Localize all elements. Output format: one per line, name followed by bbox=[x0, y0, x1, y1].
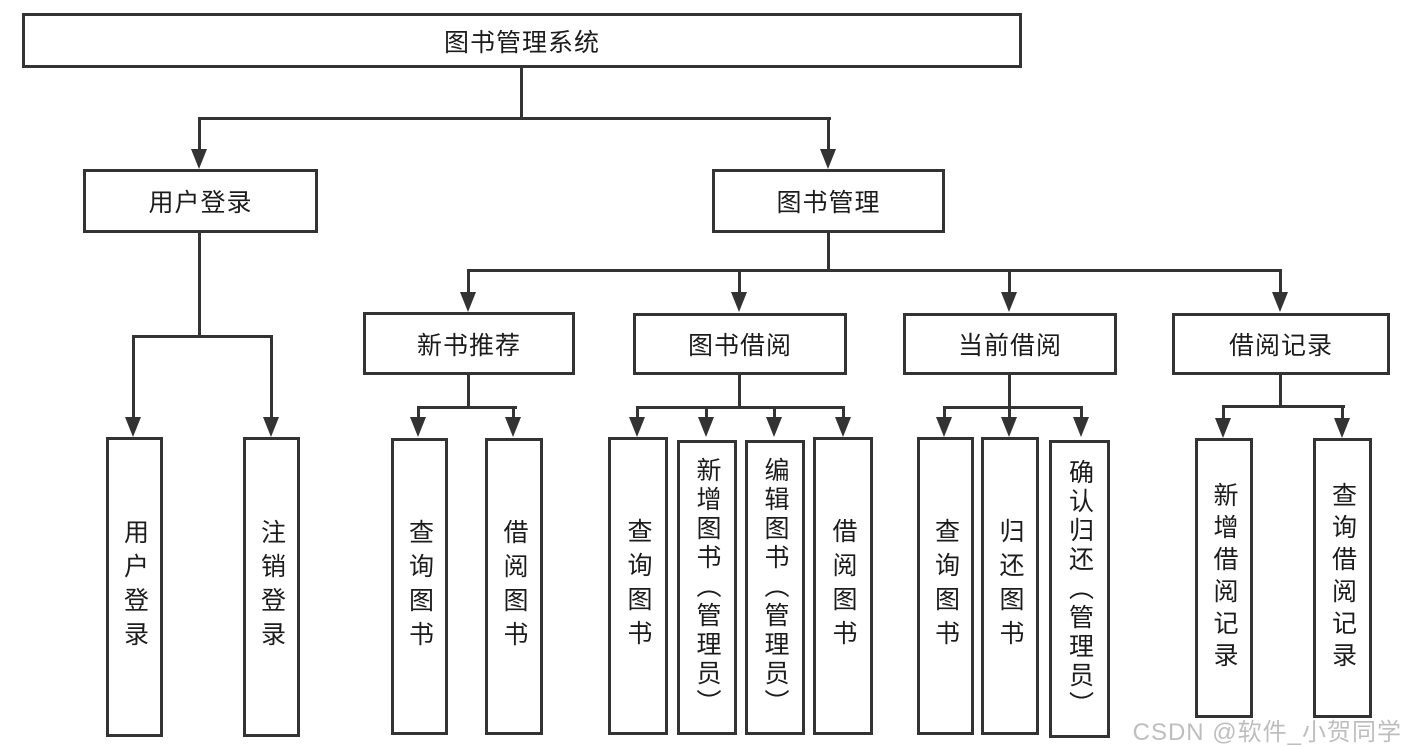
arrowhead-icon bbox=[191, 149, 207, 169]
connector-line bbox=[827, 117, 830, 153]
node-leaf-add-book-label: 新增图书（管理员） bbox=[693, 457, 721, 718]
node-root: 图书管理系统 bbox=[22, 13, 1022, 68]
node-current-borrow: 当前借阅 bbox=[903, 313, 1117, 375]
connector-line bbox=[1008, 406, 1011, 422]
node-user-login: 用户登录 bbox=[83, 169, 318, 233]
connector-line bbox=[467, 269, 470, 297]
connector-line bbox=[738, 269, 741, 297]
connector-line bbox=[132, 335, 135, 421]
node-leaf-query-record-label: 查询借阅记录 bbox=[1328, 482, 1357, 674]
arrowhead-icon bbox=[1001, 417, 1017, 437]
node-leaf-logout: 注销登录 bbox=[243, 437, 300, 737]
node-leaf-add-record: 新增借阅记录 bbox=[1195, 438, 1253, 718]
arrowhead-icon bbox=[936, 417, 952, 437]
csdn-watermark: CSDN @软件_小贺同学 bbox=[1132, 719, 1402, 746]
connector-line bbox=[1341, 405, 1344, 422]
arrowhead-icon bbox=[629, 417, 645, 437]
node-leaf-user-login: 用户登录 bbox=[106, 437, 163, 737]
arrowhead-icon bbox=[820, 149, 836, 169]
node-leaf-query-record: 查询借阅记录 bbox=[1313, 438, 1372, 718]
connector-line bbox=[773, 406, 776, 422]
arrowhead-icon bbox=[731, 292, 747, 312]
connector-line bbox=[198, 233, 201, 337]
connector-line bbox=[943, 406, 1083, 409]
node-borrow-record-label: 借阅记录 bbox=[1228, 332, 1333, 360]
node-leaf-query-book-1: 查询图书 bbox=[391, 438, 448, 735]
node-leaf-borrow-book-2: 借阅图书 bbox=[813, 437, 873, 735]
connector-line bbox=[417, 406, 517, 409]
connector-line bbox=[1222, 405, 1345, 408]
node-leaf-query-book-2: 查询图书 bbox=[608, 437, 668, 735]
connector-line bbox=[1222, 405, 1225, 422]
node-book-management: 图书管理 bbox=[712, 169, 945, 233]
node-user-login-label: 用户登录 bbox=[148, 189, 253, 217]
node-leaf-query-book-3-label: 查询图书 bbox=[931, 518, 960, 654]
node-leaf-return-book: 归还图书 bbox=[981, 437, 1039, 735]
node-current-borrow-label: 当前借阅 bbox=[957, 332, 1062, 360]
connector-line bbox=[943, 406, 946, 422]
node-root-label: 图书管理系统 bbox=[443, 28, 600, 57]
connector-line bbox=[738, 375, 741, 409]
node-leaf-borrow-book-1: 借阅图书 bbox=[485, 438, 543, 735]
arrowhead-icon bbox=[1215, 418, 1231, 438]
arrowhead-icon bbox=[125, 417, 141, 437]
arrowhead-icon bbox=[698, 417, 714, 437]
connector-line bbox=[132, 335, 273, 338]
arrowhead-icon bbox=[410, 417, 426, 437]
connector-line bbox=[520, 68, 523, 119]
node-leaf-add-record-label: 新增借阅记录 bbox=[1210, 482, 1238, 674]
node-leaf-confirm-return-label: 确认归还（管理员） bbox=[1065, 458, 1094, 720]
arrowhead-icon bbox=[460, 292, 476, 312]
connector-line bbox=[1008, 375, 1011, 409]
node-leaf-confirm-return: 确认归还（管理员） bbox=[1049, 440, 1110, 738]
connector-line bbox=[270, 335, 273, 421]
node-borrow-record: 借阅记录 bbox=[1172, 313, 1390, 375]
node-new-book-recommend: 新书推荐 bbox=[363, 312, 575, 375]
arrowhead-icon bbox=[766, 417, 782, 437]
node-leaf-add-book: 新增图书（管理员） bbox=[677, 440, 737, 735]
arrowhead-icon bbox=[1001, 292, 1017, 312]
node-leaf-return-book-label: 归还图书 bbox=[996, 518, 1024, 654]
node-leaf-borrow-book-2-label: 借阅图书 bbox=[829, 518, 857, 654]
connector-line bbox=[1008, 269, 1011, 297]
arrowhead-icon bbox=[505, 417, 521, 437]
arrowhead-icon bbox=[1272, 292, 1288, 312]
connector-line bbox=[417, 406, 420, 422]
arrowhead-icon bbox=[1334, 418, 1350, 438]
arrowhead-icon bbox=[835, 417, 851, 437]
node-leaf-user-login-label: 用户登录 bbox=[120, 519, 149, 655]
node-leaf-query-book-3: 查询图书 bbox=[917, 437, 974, 735]
node-book-management-label: 图书管理 bbox=[776, 189, 881, 217]
connector-line bbox=[636, 406, 845, 409]
connector-line bbox=[198, 117, 831, 120]
node-new-book-recommend-label: 新书推荐 bbox=[416, 331, 521, 360]
connector-line bbox=[512, 406, 515, 422]
node-leaf-edit-book: 编辑图书（管理员） bbox=[745, 440, 805, 735]
connector-line bbox=[467, 269, 1282, 272]
connector-line bbox=[467, 375, 470, 409]
connector-line bbox=[1080, 406, 1083, 422]
node-leaf-logout-label: 注销登录 bbox=[257, 519, 286, 655]
connector-line bbox=[827, 233, 830, 272]
arrowhead-icon bbox=[263, 417, 279, 437]
node-leaf-query-book-2-label: 查询图书 bbox=[624, 518, 652, 654]
connector-line bbox=[1279, 375, 1282, 408]
connector-line bbox=[198, 117, 201, 153]
node-book-borrow-label: 图书借阅 bbox=[687, 332, 792, 360]
node-leaf-borrow-book-1-label: 借阅图书 bbox=[500, 518, 528, 655]
connector-line bbox=[705, 406, 708, 422]
node-leaf-query-book-1-label: 查询图书 bbox=[405, 518, 434, 655]
connector-line bbox=[842, 406, 845, 422]
node-book-borrow: 图书借阅 bbox=[633, 313, 847, 375]
node-leaf-edit-book-label: 编辑图书（管理员） bbox=[761, 457, 789, 718]
connector-line bbox=[1279, 269, 1282, 297]
arrowhead-icon bbox=[1073, 417, 1089, 437]
connector-line bbox=[636, 406, 639, 422]
